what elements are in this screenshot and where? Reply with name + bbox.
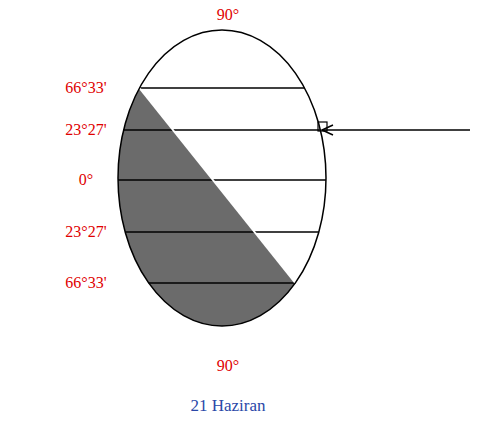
earth-outline bbox=[118, 30, 326, 326]
latitude-label: 66°33' bbox=[65, 79, 106, 97]
terminator-line bbox=[139, 88, 295, 283]
arctic-circle-line bbox=[139, 87, 304, 89]
latitude-label: 23°27' bbox=[65, 121, 106, 139]
night-side bbox=[0, 20, 341, 340]
latitude-label: 90° bbox=[217, 6, 239, 24]
latitude-label: 66°33' bbox=[65, 274, 106, 292]
latitude-label: 23°27' bbox=[65, 223, 106, 241]
equator-line bbox=[118, 179, 326, 181]
sun-ray bbox=[322, 129, 470, 131]
tropic-of-cancer-line bbox=[124, 129, 321, 131]
latitude-label: 90° bbox=[217, 357, 239, 375]
tropic-of-capricorn-line bbox=[125, 231, 319, 233]
latitude-lines bbox=[118, 88, 326, 283]
date-caption: 21 Haziran bbox=[190, 397, 265, 416]
right-angle-mark bbox=[318, 122, 327, 131]
antarctic-circle-line bbox=[149, 282, 296, 284]
latitude-label: 0° bbox=[79, 171, 93, 189]
